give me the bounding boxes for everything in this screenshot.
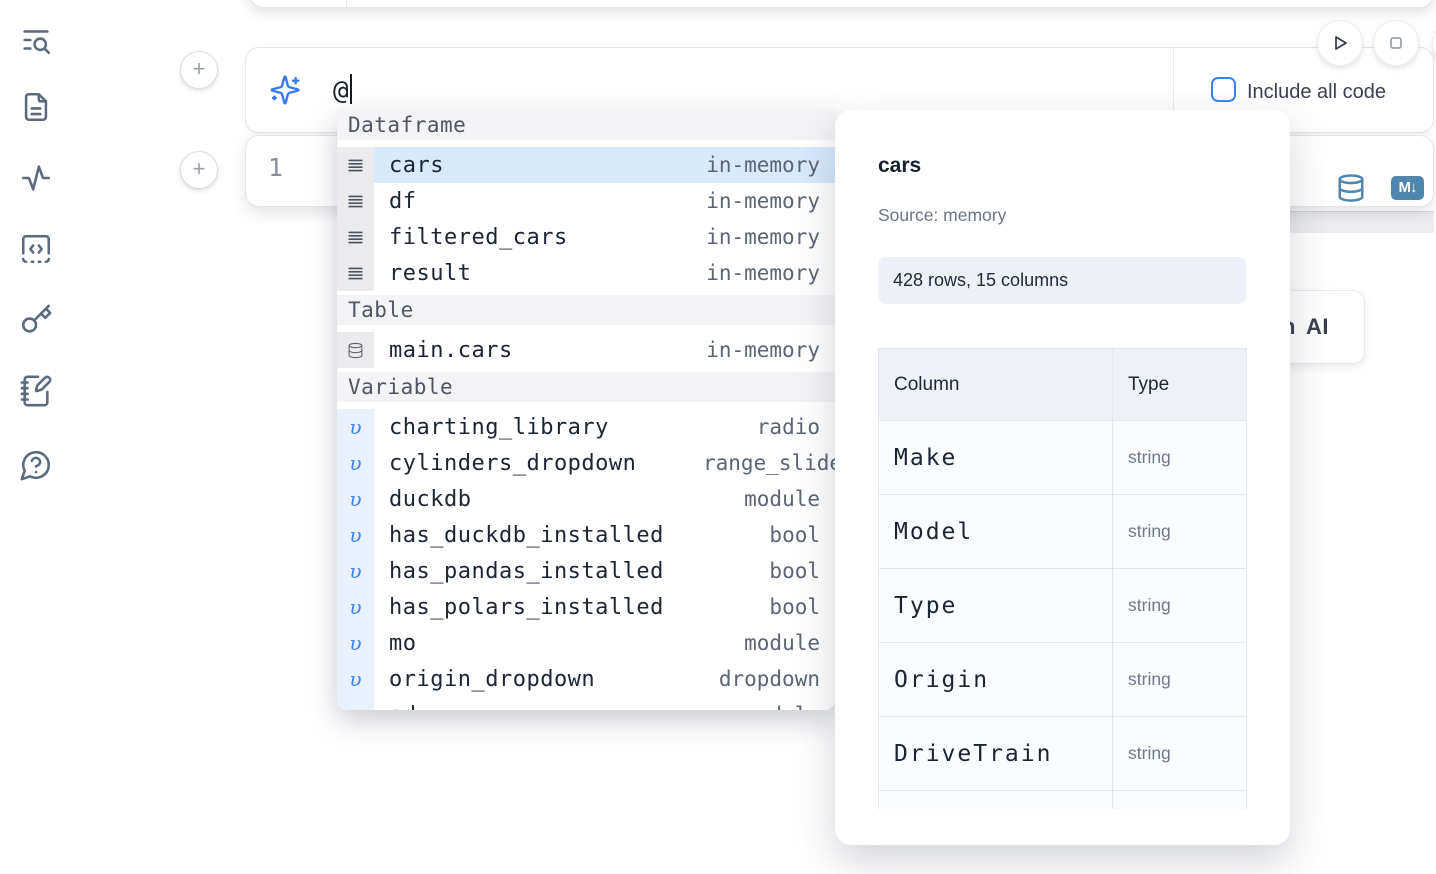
section-header-variable: Variable — [337, 372, 835, 402]
autocomplete-item-cylinders-dropdown[interactable]: υ cylinders_dropdown range_slider — [337, 445, 835, 481]
sparkles-icon — [269, 74, 301, 106]
table-row-partial — [879, 791, 1247, 809]
previous-cell-fragment — [249, 0, 1434, 8]
dataframe-preview-popup: cars Source: memory 428 rows, 15 columns… — [835, 110, 1290, 845]
table-row: DriveTrain string — [879, 717, 1247, 791]
dataframe-icon — [337, 147, 374, 183]
help-chat-icon[interactable] — [19, 448, 53, 482]
autocomplete-item-cars[interactable]: cars in-memory — [337, 147, 835, 183]
autocomplete-item-result[interactable]: result in-memory — [337, 255, 835, 291]
markdown-icon[interactable]: M↓ — [1391, 176, 1424, 200]
text-caret — [349, 74, 352, 104]
autocomplete-item-has-pandas-installed[interactable]: υ has_pandas_installed bool — [337, 553, 835, 589]
autocomplete-item-origin-dropdown[interactable]: υ origin_dropdown dropdown — [337, 661, 835, 697]
autocomplete-item-charting-library[interactable]: υ charting_library radio — [337, 409, 835, 445]
autocomplete-item-main-cars[interactable]: main.cars in-memory — [337, 332, 835, 368]
notebook-pen-icon[interactable] — [19, 374, 53, 408]
table-database-icon — [337, 332, 374, 368]
autocomplete-dropdown: Dataframe cars in-memory df in-memory fi… — [337, 110, 835, 710]
schema-table: Column Type Make string Model string Typ… — [878, 348, 1247, 809]
autocomplete-item-pd[interactable]: υ pd module — [337, 697, 835, 710]
database-panel-icon[interactable] — [1336, 171, 1366, 205]
table-row: Model string — [879, 495, 1247, 569]
table-row: Type string — [879, 569, 1247, 643]
cell-divider — [346, 0, 347, 7]
autocomplete-item-filtered-cars[interactable]: filtered_cars in-memory — [337, 219, 835, 255]
include-all-code-checkbox[interactable] — [1211, 77, 1236, 102]
preview-source: Source: memory — [878, 205, 1007, 225]
variable-icon: υ — [337, 589, 374, 625]
variable-icon: υ — [337, 445, 374, 481]
ai-prompt-input[interactable]: @ — [333, 74, 352, 106]
variable-icon: υ — [337, 661, 374, 697]
table-row: Origin string — [879, 643, 1247, 717]
dataframe-icon — [337, 183, 374, 219]
variable-icon: υ — [337, 517, 374, 553]
table-row: Make string — [879, 421, 1247, 495]
autocomplete-item-has-duckdb-installed[interactable]: υ has_duckdb_installed bool — [337, 517, 835, 553]
variable-icon: υ — [337, 481, 374, 517]
autocomplete-item-mo[interactable]: υ mo module — [337, 625, 835, 661]
key-icon[interactable] — [19, 303, 53, 337]
preview-title: cars — [878, 154, 922, 177]
section-header-table: Table — [337, 295, 835, 325]
dataframe-icon — [337, 255, 374, 291]
list-search-icon[interactable] — [19, 23, 53, 57]
section-header-dataframe: Dataframe — [337, 110, 835, 140]
variable-icon: υ — [337, 553, 374, 589]
autocomplete-item-has-polars-installed[interactable]: υ has_polars_installed bool — [337, 589, 835, 625]
activity-icon[interactable] — [19, 161, 53, 195]
dataframe-icon — [337, 219, 374, 255]
ai-button-label: AI — [1306, 314, 1329, 339]
autocomplete-item-duckdb[interactable]: υ duckdb module — [337, 481, 835, 517]
column-header: Column — [879, 349, 1113, 421]
line-number: 1 — [268, 153, 284, 182]
schema-header-row: Column Type — [879, 349, 1247, 421]
shape-badge: 428 rows, 15 columns — [878, 257, 1246, 304]
include-all-code-label: Include all code — [1247, 81, 1386, 103]
extra-control-button[interactable] — [1433, 21, 1436, 65]
autocomplete-item-df[interactable]: df in-memory — [337, 183, 835, 219]
stop-button[interactable] — [1374, 21, 1418, 65]
variable-icon: υ — [337, 625, 374, 661]
variable-icon: υ — [337, 697, 374, 710]
variable-icon: υ — [337, 409, 374, 445]
prompt-options-divider — [1173, 48, 1174, 132]
type-header: Type — [1113, 349, 1247, 421]
add-cell-button-top[interactable]: + — [180, 51, 218, 89]
run-all-button[interactable] — [1318, 21, 1362, 65]
code-square-icon[interactable] — [19, 232, 53, 266]
add-cell-button-bottom[interactable]: + — [180, 151, 218, 189]
file-text-icon[interactable] — [19, 90, 53, 124]
